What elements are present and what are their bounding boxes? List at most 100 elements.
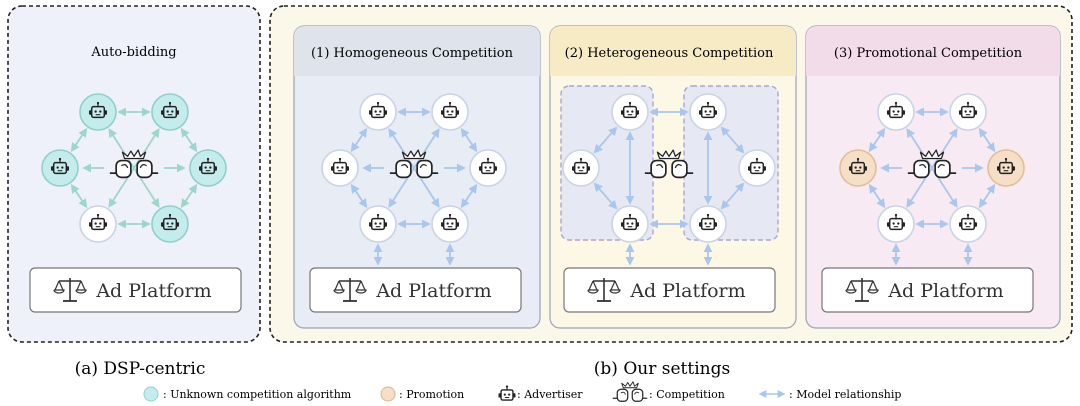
robot-icon (572, 157, 590, 175)
balance-scale-icon (333, 278, 367, 302)
platform-label: Ad Platform (887, 280, 1003, 302)
boxing-clash-icon (109, 149, 159, 179)
relationship-arrow (180, 183, 198, 209)
relationship-arrow (388, 128, 440, 208)
advertiser-node (949, 205, 987, 243)
balance-scale-icon (53, 278, 87, 302)
robot-icon (498, 385, 516, 401)
advertiser-node (79, 93, 117, 131)
advertiser-node (79, 205, 117, 243)
boxing-clash-icon (644, 149, 694, 179)
balance-scale-icon (587, 278, 621, 302)
advertiser-node (611, 205, 649, 243)
panel-a-title: Auto-bidding (90, 45, 176, 60)
robot-icon (479, 157, 497, 175)
robot-icon (621, 213, 639, 231)
advertiser-node (949, 93, 987, 131)
robot-icon (441, 101, 459, 119)
robot-icon (89, 213, 107, 231)
advertiser-node (431, 205, 469, 243)
platform-label: Ad Platform (629, 280, 745, 302)
subpanel-1-title: (1) Homogeneous Competition (311, 46, 514, 61)
legend-advertiser: : Advertiser (517, 388, 583, 401)
relationship-arrow (593, 126, 618, 154)
legend: : Unknown competition algorithm : Promot… (143, 381, 901, 402)
relationship-arrow (593, 182, 618, 210)
robot-icon (748, 157, 766, 175)
panel-a-network (41, 93, 227, 243)
robot-icon (849, 157, 867, 175)
legend-competition: : Competition (649, 388, 725, 401)
robot-icon (161, 101, 179, 119)
robot-icon (369, 213, 387, 231)
relationship-arrow (868, 127, 886, 153)
advertiser-node (151, 205, 189, 243)
robot-icon (441, 213, 459, 231)
relationship-arrow (70, 183, 88, 209)
advertiser-node (738, 149, 776, 187)
robot-icon (887, 101, 905, 119)
advertiser-node (987, 149, 1025, 187)
advertiser-node (562, 149, 600, 187)
advertiser-node (689, 205, 727, 243)
boxing-clash-icon (389, 149, 439, 179)
robot-icon (89, 101, 107, 119)
panel-a-platform: Ad Platform (29, 267, 242, 313)
platform-label: Ad Platform (95, 280, 211, 302)
relationship-arrow (868, 183, 886, 209)
advertiser-node (839, 149, 877, 187)
subpanel-promotional: (3) Promotional Competition Ad Platform (805, 25, 1061, 329)
relationship-arrow (720, 126, 745, 154)
legend-unknown: : Unknown competition algorithm (163, 388, 352, 401)
caption-b: (b) Our settings (594, 359, 730, 379)
robot-icon (997, 157, 1015, 175)
unknown-swatch-icon (143, 386, 159, 402)
platform-label: Ad Platform (375, 280, 491, 302)
robot-icon (699, 101, 717, 119)
relationship-arrow (350, 183, 368, 209)
robot-icon (369, 101, 387, 119)
advertiser-node (689, 93, 727, 131)
relationship-arrow (460, 127, 478, 153)
boxing-clash-icon (907, 149, 957, 179)
boxing-clash-icon (612, 381, 648, 402)
robot-icon (199, 157, 217, 175)
advertiser-node (359, 205, 397, 243)
robot-icon (621, 101, 639, 119)
promotion-swatch-icon (380, 386, 396, 402)
robot-icon (498, 385, 516, 401)
advertiser-node (611, 93, 649, 131)
relationship-arrow (978, 183, 996, 209)
advertiser-node (431, 93, 469, 131)
legend-promotion: : Promotion (399, 388, 464, 401)
subpanel-2-title: (2) Heterogeneous Competition (565, 46, 774, 61)
balance-scale-icon (845, 278, 879, 302)
robot-icon (51, 157, 69, 175)
relationship-arrow (70, 127, 88, 153)
relationship-arrow (906, 128, 958, 208)
robot-icon (887, 213, 905, 231)
advertiser-node (469, 149, 507, 187)
relationship-arrow (180, 127, 198, 153)
relationship-arrow (720, 182, 745, 210)
advertiser-node (151, 93, 189, 131)
advertiser-node (877, 93, 915, 131)
relationship-arrow (108, 128, 160, 208)
advertiser-node (189, 149, 227, 187)
boxing-clash-icon (612, 381, 648, 402)
subpanel-3-title: (3) Promotional Competition (834, 46, 1023, 61)
robot-icon (959, 101, 977, 119)
relationship-arrow (350, 127, 368, 153)
robot-icon (699, 213, 717, 231)
subpanel-heterogeneous: (2) Heterogeneous Competition Ad Platfor… (549, 25, 797, 329)
relationship-arrow (978, 127, 996, 153)
legend-relationship: : Model relationship (789, 388, 901, 401)
advertiser-node (359, 93, 397, 131)
robot-icon (959, 213, 977, 231)
relationship-arrow (460, 183, 478, 209)
advertiser-node (41, 149, 79, 187)
advertiser-node (321, 149, 359, 187)
robot-icon (331, 157, 349, 175)
subpanel-homogeneous: (1) Homogeneous Competition Ad Platform (293, 25, 541, 329)
